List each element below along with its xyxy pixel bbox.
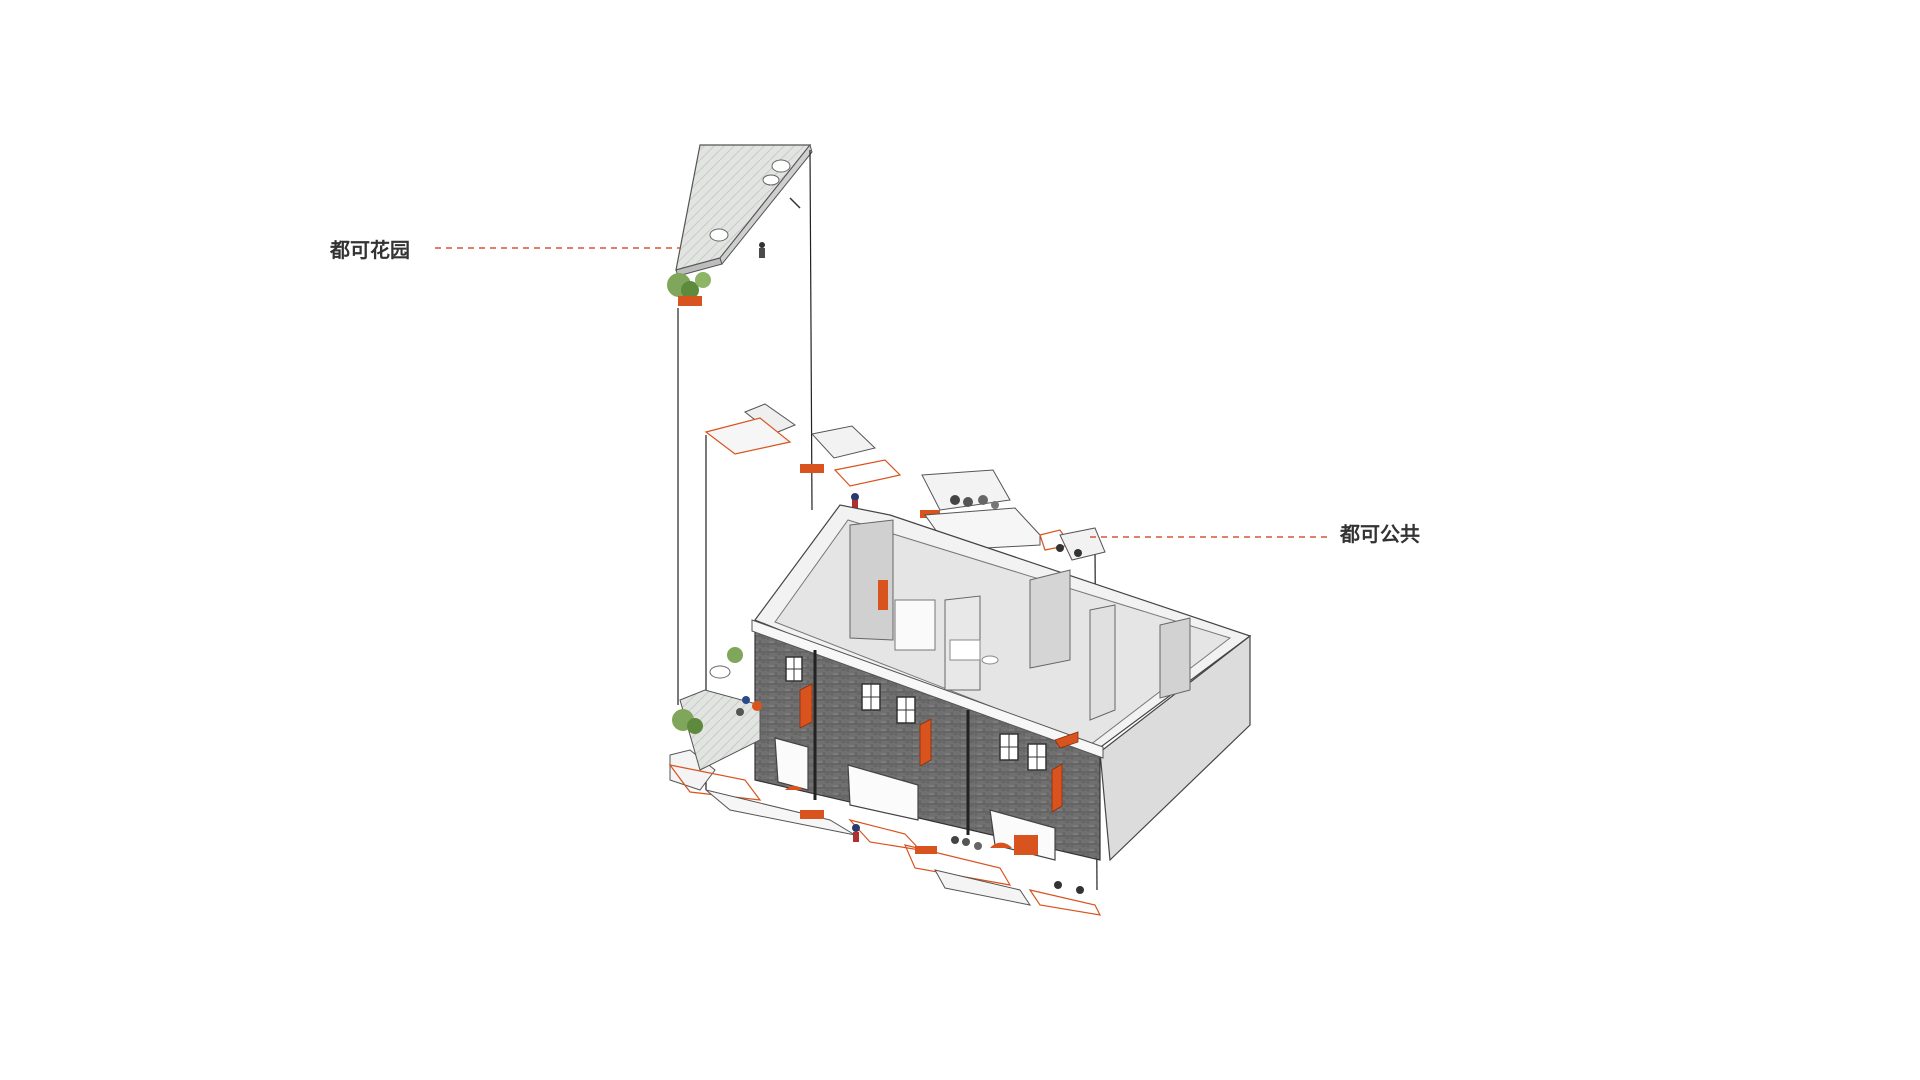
garden-label: 都可花园 [330,238,410,262]
main-building [751,504,1252,862]
public-label: 都可公共 [1340,522,1420,546]
garden-canopy [667,143,813,306]
ground-terrace [668,647,1102,916]
